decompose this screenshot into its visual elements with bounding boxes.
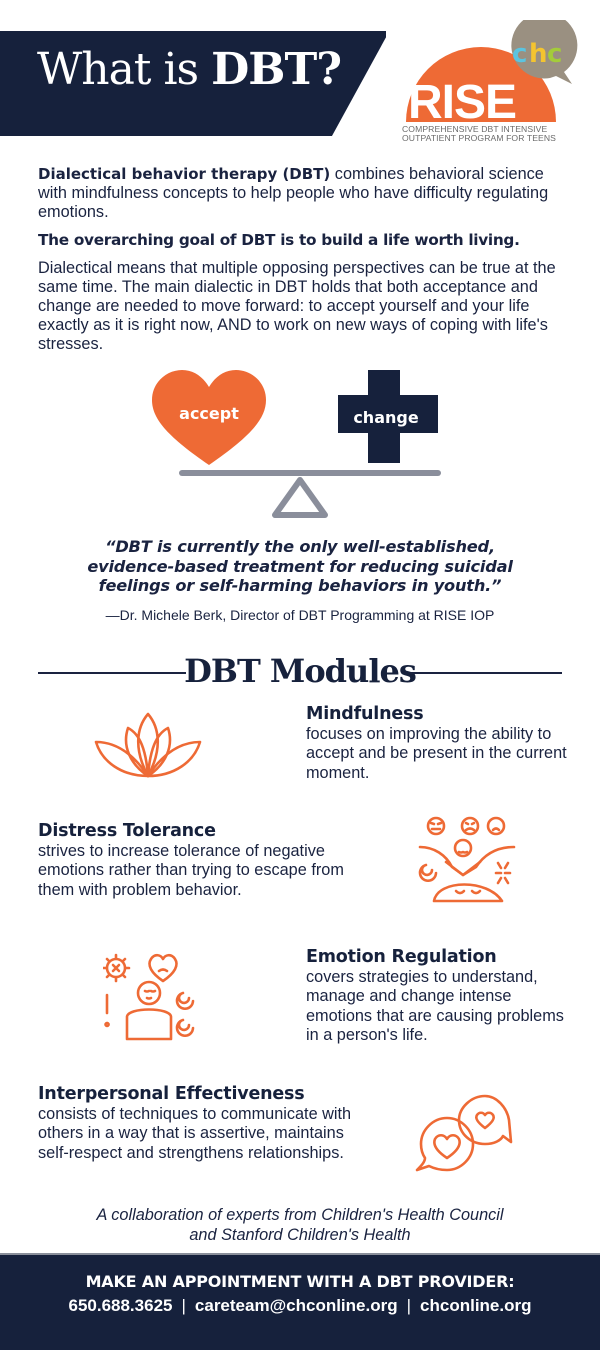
- balance-scale-graphic: accept change: [152, 370, 441, 518]
- collaboration-note: A collaboration of experts from Children…: [40, 1206, 560, 1245]
- dialectic-paragraph: Dialectical means that multiple opposing…: [38, 259, 556, 353]
- footer-bar: [0, 1253, 600, 1350]
- header-banner: [0, 31, 386, 136]
- intro-term: Dialectical behavior therapy (DBT): [38, 165, 331, 183]
- intro-section: Dialectical behavior therapy (DBT) combi…: [38, 165, 568, 354]
- email-link[interactable]: careteam@chconline.org: [194, 1296, 398, 1315]
- logo-chc-c1: c: [512, 39, 527, 69]
- page-title: What is DBT?: [37, 44, 342, 95]
- modules-heading: DBT Modules: [38, 652, 562, 694]
- module-interpersonal-effectiveness: Interpersonal Effectiveness consists of …: [38, 1084, 363, 1163]
- module-description: focuses on improving the ability to acce…: [306, 725, 567, 782]
- module-distress-tolerance: Distress Tolerance strives to increase t…: [38, 821, 363, 900]
- emotion-person-icon: [103, 953, 195, 1041]
- logo-subtitle-line1: COMPREHENSIVE DBT INTENSIVE: [402, 124, 548, 134]
- module-title: Mindfulness: [306, 704, 424, 724]
- footer-contacts: 650.688.3625 | careteam@chconline.org | chco…: [0, 1296, 600, 1316]
- accept-label: accept: [179, 404, 239, 423]
- quote-text: “DBT is currently the only well-establis…: [87, 537, 513, 595]
- chc-bubble: [511, 20, 578, 84]
- logo-subtitle: COMPREHENSIVE DBT INTENSIVE OUTPATIENT P…: [402, 125, 572, 143]
- heart-icon: [152, 370, 266, 465]
- heart-speech-bubbles-icon: [415, 1094, 513, 1172]
- collaboration-line1: A collaboration of experts from Children…: [96, 1206, 504, 1224]
- module-description: consists of techniques to communicate wi…: [38, 1105, 352, 1162]
- module-emotion-regulation: Emotion Regulation covers strategies to …: [306, 947, 571, 1045]
- intro-definition: combines behavioral science with mindful…: [38, 165, 549, 221]
- module-description: covers strategies to understand, manage …: [306, 968, 564, 1044]
- rise-logo: c h c RISE: [406, 20, 578, 129]
- logo-rise-text: RISE: [408, 76, 516, 129]
- module-description: strives to increase tolerance of negativ…: [38, 842, 344, 899]
- module-title: Emotion Regulation: [306, 947, 497, 967]
- page-title-regular: What is: [37, 44, 212, 95]
- scale-fulcrum: [272, 477, 328, 518]
- appointment-cta: MAKE AN APPOINTMENT WITH A DBT PROVIDER:: [85, 1272, 515, 1291]
- goal-statement: The overarching goal of DBT is to build …: [38, 231, 520, 249]
- intro-paragraph: Dialectical behavior therapy (DBT) combi…: [38, 165, 568, 222]
- website-link[interactable]: chconline.org: [420, 1296, 532, 1315]
- module-mindfulness: Mindfulness focuses on improving the abi…: [306, 704, 571, 783]
- change-label: change: [353, 408, 419, 427]
- module-title: Distress Tolerance: [38, 821, 216, 841]
- lotus-icon: [94, 712, 202, 778]
- logo-subtitle-line2: OUTPATIENT PROGRAM FOR TEENS: [402, 133, 556, 143]
- heading-divider-left: [38, 672, 186, 674]
- separator: |: [181, 1296, 186, 1315]
- page-title-bold: DBT?: [211, 44, 342, 95]
- plus-cross-icon: [338, 370, 438, 463]
- phone-link[interactable]: 650.688.3625: [68, 1296, 173, 1315]
- modules-title: DBT Modules: [184, 652, 417, 690]
- quote-attribution: —Dr. Michele Berk, Director of DBT Progr…: [105, 607, 495, 623]
- module-title: Interpersonal Effectiveness: [38, 1084, 305, 1104]
- distress-faces-icon: [418, 816, 516, 903]
- logo-chc-c2: c: [547, 39, 562, 69]
- collaboration-line2: and Stanford Children's Health: [189, 1225, 411, 1244]
- logo-chc-h: h: [529, 39, 548, 69]
- heading-divider-right: [410, 672, 562, 674]
- separator: |: [406, 1296, 412, 1315]
